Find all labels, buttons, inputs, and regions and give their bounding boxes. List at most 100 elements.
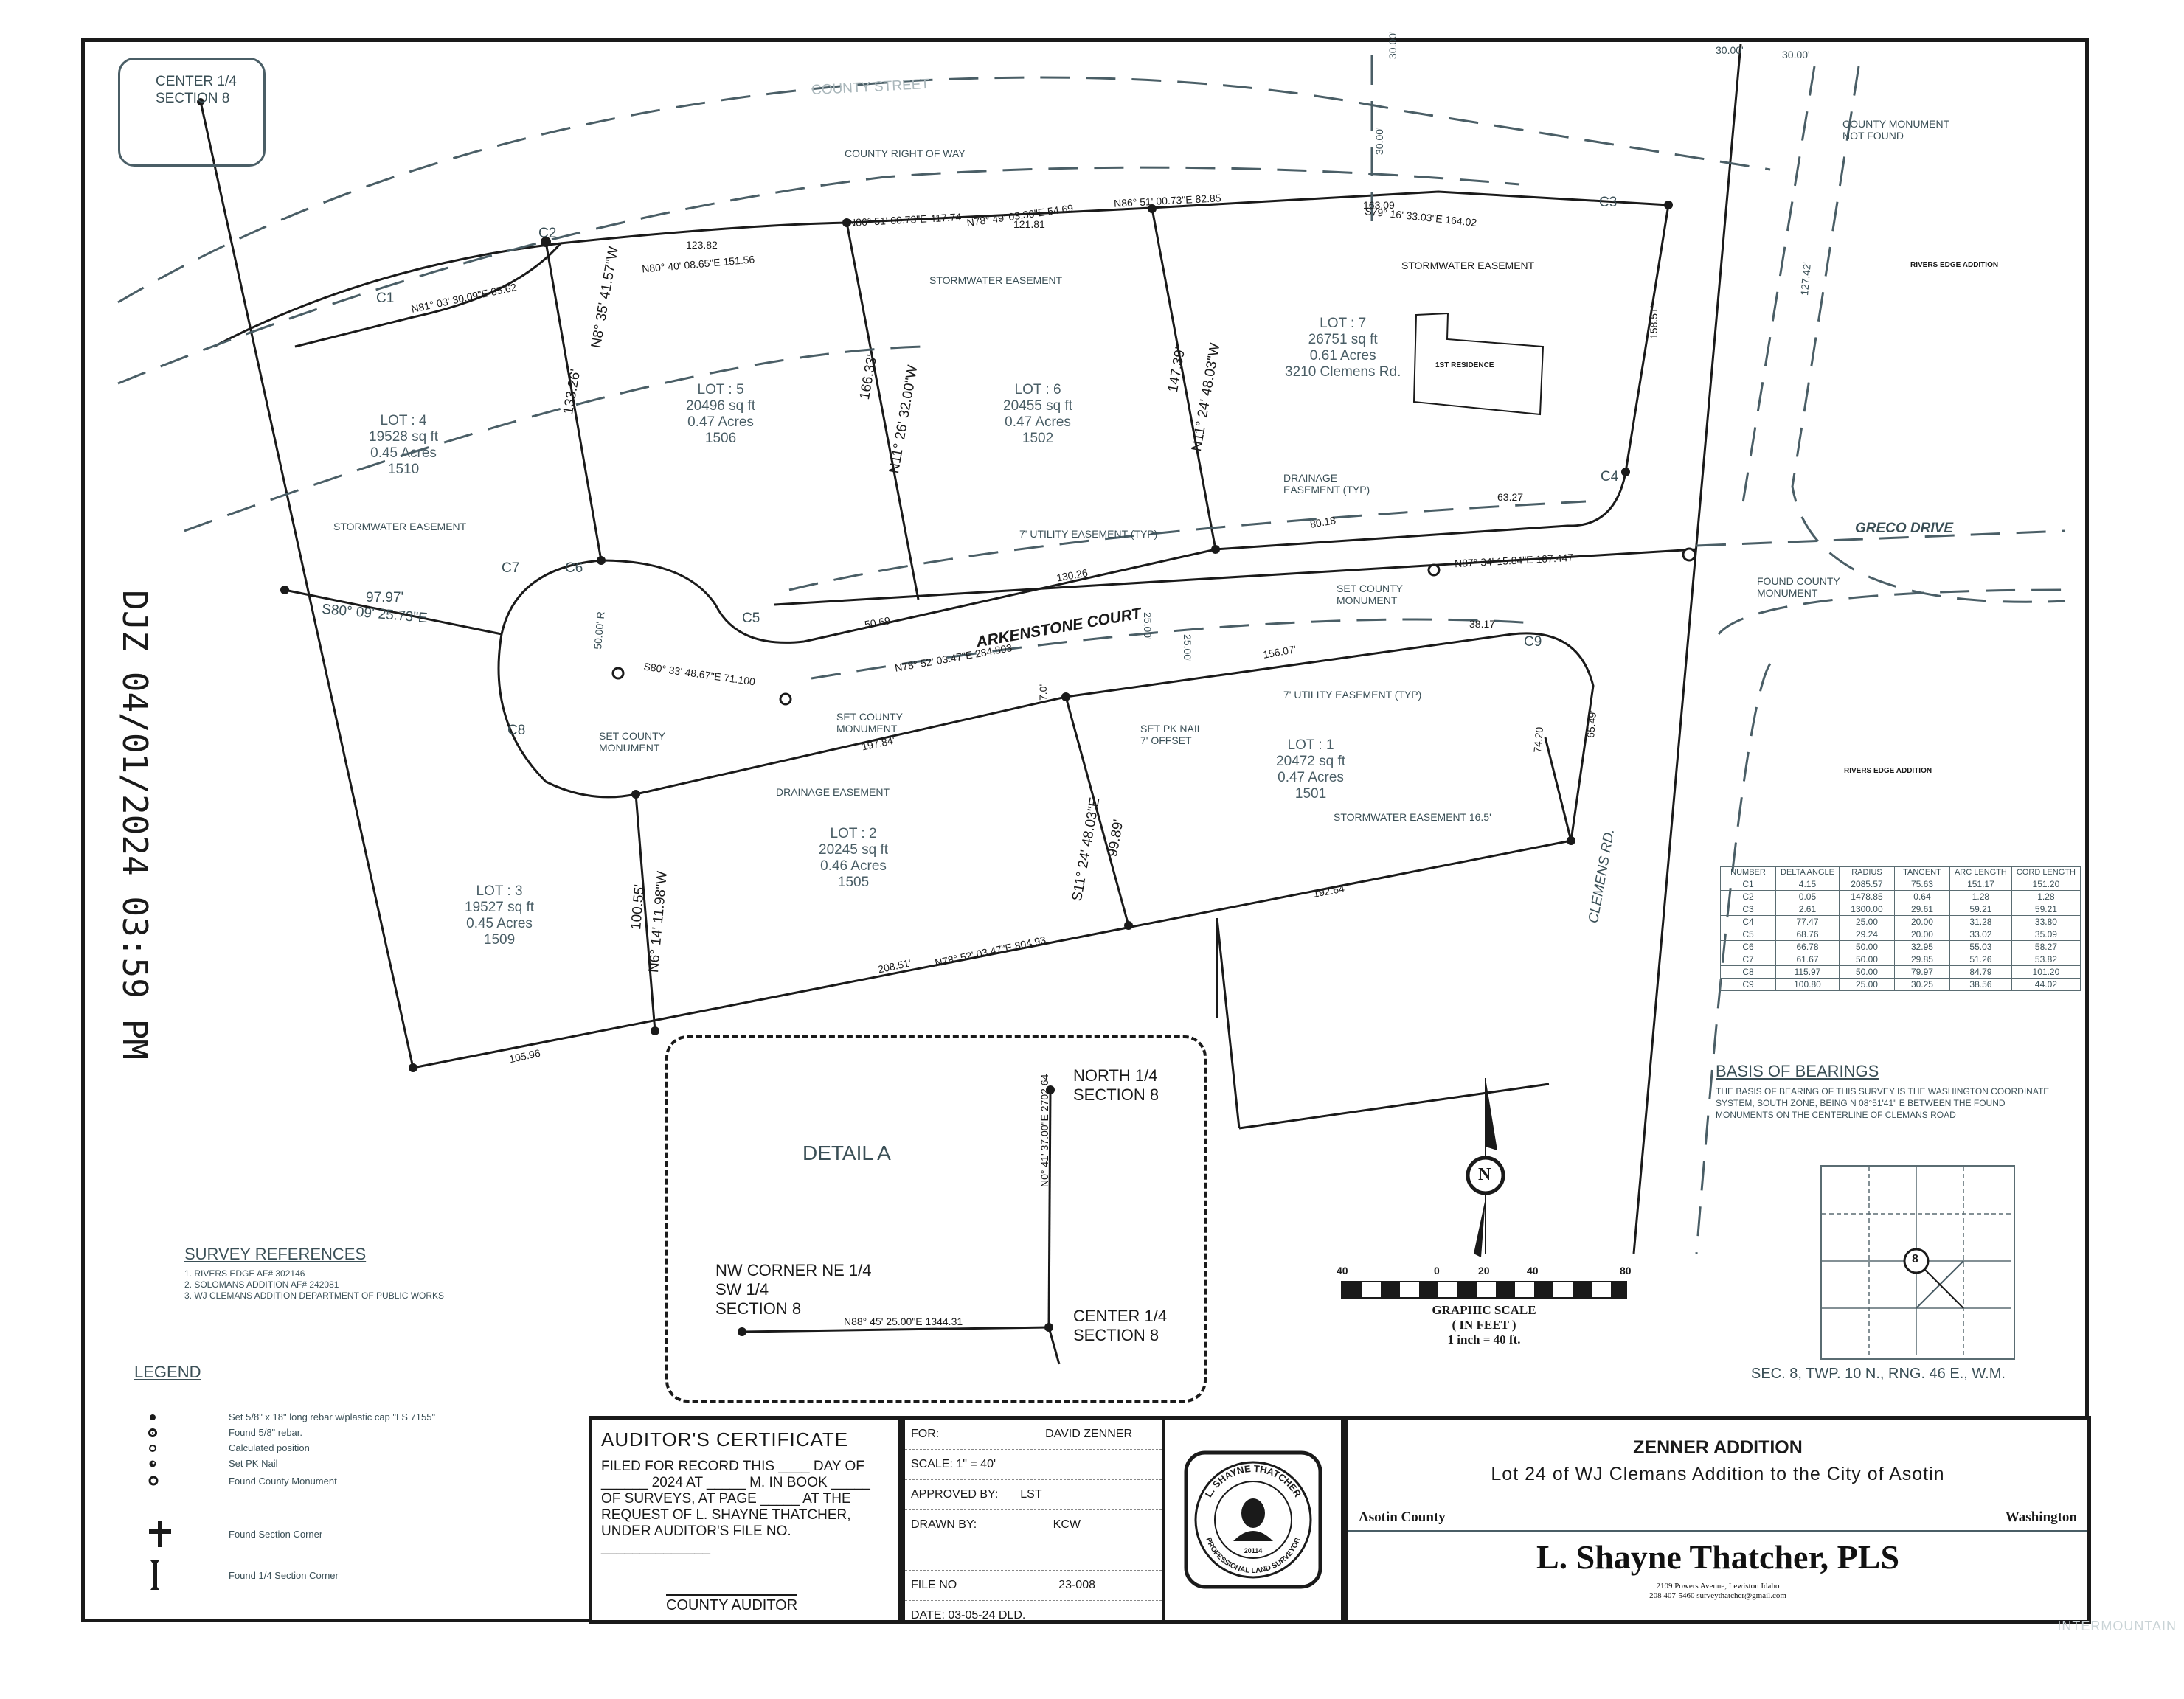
bearing-label: 65.49' xyxy=(1584,709,1599,739)
county-row-label: COUNTY RIGHT OF WAY xyxy=(845,147,966,159)
curve-table-cell: 151.20 xyxy=(2011,878,2081,891)
curve-table-cell: 59.21 xyxy=(2011,903,2081,916)
bearing-label: 163.09 xyxy=(1363,199,1395,211)
label: FILE No xyxy=(911,1579,957,1591)
bearing-label: 63.27 xyxy=(1497,491,1524,503)
curve-table-cell: 35.09 xyxy=(2011,928,2081,941)
plat-title: ZENNER ADDITION xyxy=(1633,1437,1803,1458)
scale-caption: GRAPHIC SCALE ( IN FEET ) 1 inch = 40 ft… xyxy=(1341,1303,1627,1347)
header-chord: CORD LENGTH xyxy=(2011,866,2081,878)
lot-4-label: LOT : 4 19528 sq ft 0.45 Acres 1510 xyxy=(369,413,438,478)
ring-dot-icon xyxy=(148,1428,229,1438)
annotation-monument-not-found: COUNTY MONUMENT NOT FOUND xyxy=(1842,118,1949,142)
legend-text: Found Section Corner xyxy=(229,1528,323,1540)
bearing-label: 7.0' xyxy=(1037,684,1049,701)
contact-line: 208 407-5460 surveythatcher@gmail.com xyxy=(1649,1591,1786,1600)
curve-table-cell: 75.63 xyxy=(1893,878,1950,891)
lot-area-sqft: 20496 sq ft xyxy=(686,398,756,414)
curve-table-cell: 61.67 xyxy=(1775,953,1840,966)
lot-number: LOT : 2 xyxy=(830,826,877,841)
curve-table-cell: 31.28 xyxy=(1949,915,2012,928)
state-name: Washington xyxy=(2005,1509,2077,1525)
graphic-scale: 40 0 20 40 80 GRAPHIC SCALE ( IN FEET ) … xyxy=(1337,1265,1632,1347)
info-blank xyxy=(905,1540,1162,1571)
legend-text: Found 1/4 Section Corner xyxy=(229,1569,339,1581)
curve-table-cell: 115.97 xyxy=(1775,965,1840,979)
curve-table-cell: C9 xyxy=(1720,978,1776,991)
header-delta: DELTA ANGLE xyxy=(1775,866,1840,878)
lot-area-sqft: 19527 sq ft xyxy=(465,900,535,915)
curve-table-cell: C5 xyxy=(1720,928,1776,941)
detail-a-north-quarter: NORTH 1/4 SECTION 8 xyxy=(1073,1066,1159,1105)
north-arrow-icon: N xyxy=(1478,1165,1491,1184)
annotation-stormwater-2: STORMWATER EASEMENT xyxy=(1401,260,1535,271)
bearing-label: 74.20 xyxy=(1531,726,1545,754)
curve-table-cell: 79.97 xyxy=(1893,965,1950,979)
survey-reference-item: 2. SOLOMANS ADDITION AF# 242081 xyxy=(184,1279,339,1290)
curve-table-cell: 2085.57 xyxy=(1838,878,1895,891)
curve-table-cell: 38.56 xyxy=(1949,978,2012,991)
curve-table-cell: 32.95 xyxy=(1893,940,1950,953)
lot-area-acres: 0.47 Acres xyxy=(1005,414,1071,430)
detail-label-line: NORTH 1/4 xyxy=(1073,1066,1158,1085)
bearing-label: 25.00' xyxy=(1142,612,1154,640)
curve-table-cell: 1.28 xyxy=(1949,890,2012,903)
lot-number: LOT : 6 xyxy=(1014,382,1061,397)
drawing-info-block: FOR:DAVID ZENNER SCALE: 1" = 40' APPROVE… xyxy=(901,1416,1165,1624)
curve-table-cell: 50.00 xyxy=(1838,940,1895,953)
survey-references-title: SURVEY REFERENCES xyxy=(184,1245,367,1263)
legend-item: Calculated position xyxy=(148,1442,310,1453)
lot-area-sqft: 20245 sq ft xyxy=(819,842,889,858)
detail-label-line: CENTER 1/4 xyxy=(1073,1307,1168,1325)
lot-address: 1510 xyxy=(387,462,420,477)
curve-table-cell: 30.25 xyxy=(1893,978,1950,991)
curve-table-cell: C4 xyxy=(1720,915,1776,928)
lot-address: 1505 xyxy=(837,875,870,890)
detail-a-center-quarter: CENTER 1/4 SECTION 8 xyxy=(1073,1307,1167,1345)
filled-dot-icon xyxy=(148,1412,229,1422)
curve-table-cell: 4.15 xyxy=(1775,878,1840,891)
detail-label-line: NW CORNER NE 1/4 xyxy=(715,1261,872,1279)
section-locator-grid: 8 xyxy=(1820,1165,2015,1360)
center-quarter-box: CENTER 1/4 SECTION 8 xyxy=(118,58,266,167)
bearing-label: 30.00' xyxy=(1387,31,1398,59)
curve-table-cell: 55.03 xyxy=(1949,940,2012,953)
curve-table-cell: 100.80 xyxy=(1775,978,1840,991)
header-number: NUMBER xyxy=(1720,866,1776,878)
lot-number: LOT : 7 xyxy=(1320,316,1367,331)
quarter-corner-icon xyxy=(148,1559,229,1591)
info-drawn: DRAWN BY:KCW xyxy=(905,1510,1162,1540)
info-for: FOR:DAVID ZENNER xyxy=(905,1420,1162,1450)
annotation-utility-1: 7' UTILITY EASEMENT (TYP) xyxy=(1019,528,1158,540)
curve-table-cell: C6 xyxy=(1720,940,1776,953)
detail-a-nw-corner: NW CORNER NE 1/4 SW 1/4 SECTION 8 xyxy=(715,1261,871,1318)
street-label-greco: GRECO DRIVE xyxy=(1855,521,1954,536)
center-box-label-1: CENTER 1/4 xyxy=(156,74,237,89)
curve-table-cell: 29.24 xyxy=(1838,928,1895,941)
detail-a-bearing-vertical: N0° 41' 37.00"E 2702.64 xyxy=(1039,1074,1050,1187)
scale-ratio: 1 inch = 40 ft. xyxy=(1447,1333,1521,1347)
header-radius: RADIUS xyxy=(1838,866,1895,878)
curve-table-header: NUMBER DELTA ANGLE RADIUS TANGENT ARC LE… xyxy=(1720,866,2081,878)
lot-area-acres: 0.47 Acres xyxy=(687,414,754,430)
plat-subtitle: Lot 24 of WJ Clemans Addition to the Cit… xyxy=(1491,1464,1945,1484)
annotation-drainage-typ: DRAINAGE EASEMENT (TYP) xyxy=(1283,472,1370,496)
curve-table-cell: 59.21 xyxy=(1949,903,2012,916)
detail-label-line: SW 1/4 xyxy=(715,1280,769,1299)
lot-address: 1506 xyxy=(704,431,737,446)
lot-area-acres: 0.45 Acres xyxy=(370,445,437,461)
legend-item: Set 5/8" x 18" long rebar w/plastic cap … xyxy=(148,1411,435,1422)
bearing-label: 30.00' xyxy=(1373,127,1385,155)
curve-table-cell: 58.27 xyxy=(2011,940,2081,953)
residence-label: 1ST RESIDENCE xyxy=(1435,361,1494,369)
curve-label-c6: C6 xyxy=(565,560,583,576)
bearing-label: 25.00' xyxy=(1182,634,1193,662)
curve-table-cell: 29.61 xyxy=(1893,903,1950,916)
watermark: INTERMOUNTAIN xyxy=(2057,1619,2177,1633)
legend-title: LEGEND xyxy=(134,1363,201,1381)
scale-title: GRAPHIC SCALE xyxy=(1432,1303,1536,1317)
label: APPROVED BY: xyxy=(911,1488,999,1501)
